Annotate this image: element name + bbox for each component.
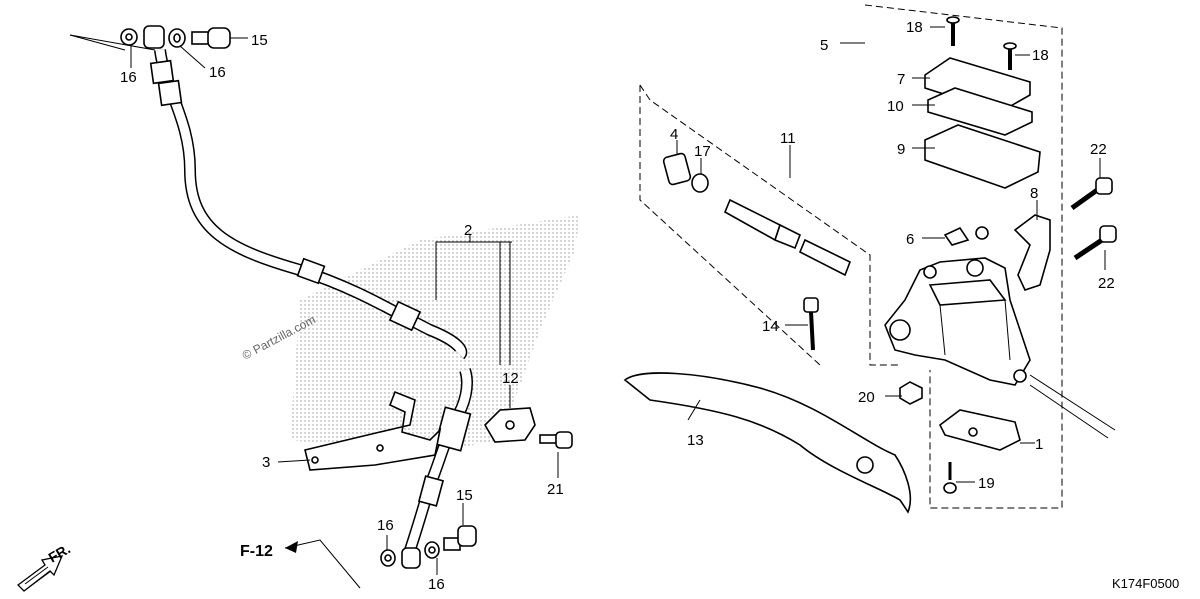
brake-hose bbox=[149, 49, 473, 552]
reservoir-cover bbox=[924, 57, 1031, 113]
reference-label: F-12 bbox=[240, 543, 273, 560]
callout-18-right: 18 bbox=[1032, 47, 1049, 64]
callout-16-bottom-left: 16 bbox=[377, 517, 394, 534]
master-cylinder-holder bbox=[1013, 214, 1051, 291]
callout-15-bottom: 15 bbox=[456, 487, 473, 504]
callout-11: 11 bbox=[780, 130, 796, 147]
diaphragm-plate bbox=[927, 87, 1033, 136]
piston-group-box bbox=[639, 84, 900, 366]
nut-20 bbox=[899, 381, 923, 405]
callout-2: 2 bbox=[464, 222, 472, 239]
callout-7: 7 bbox=[897, 71, 905, 88]
callout-22-bottom: 22 bbox=[1098, 275, 1115, 292]
brake-lever bbox=[623, 372, 912, 514]
piston-set bbox=[662, 152, 852, 277]
callout-8: 8 bbox=[1030, 185, 1038, 202]
holder-bolts-22 bbox=[1070, 177, 1117, 261]
front-direction-arrow bbox=[17, 555, 64, 592]
pivot-bolt-14 bbox=[803, 297, 819, 351]
brake-stop-switch-left bbox=[483, 407, 573, 449]
reference-arrow-head bbox=[285, 541, 298, 553]
callout-3: 3 bbox=[262, 454, 270, 471]
callout-17: 17 bbox=[694, 143, 711, 160]
cap-6 bbox=[943, 226, 989, 246]
hose-bracket bbox=[304, 390, 442, 471]
callout-15-top: 15 bbox=[251, 32, 268, 49]
callout-19: 19 bbox=[978, 475, 995, 492]
callout-10: 10 bbox=[887, 98, 904, 115]
callout-6: 6 bbox=[906, 231, 914, 248]
callout-21: 21 bbox=[547, 481, 564, 498]
callout-13: 13 bbox=[687, 432, 704, 449]
callout-16-top-left: 16 bbox=[120, 69, 137, 86]
callout-18-left: 18 bbox=[906, 19, 923, 36]
callout-22-top: 22 bbox=[1090, 141, 1107, 158]
callout-16-top-right: 16 bbox=[209, 64, 226, 81]
callout-12: 12 bbox=[502, 370, 519, 387]
callout-20: 20 bbox=[858, 389, 875, 406]
callout-9: 9 bbox=[897, 141, 905, 158]
callout-4: 4 bbox=[670, 126, 678, 143]
callout-16-bottom-right: 16 bbox=[428, 576, 445, 593]
diagram-code: K174F0500 bbox=[1112, 576, 1179, 591]
reservoir-group-box bbox=[864, 4, 1063, 509]
master-cylinder bbox=[884, 257, 1031, 386]
bottom-fittings bbox=[380, 525, 477, 569]
front-stop-switch bbox=[938, 409, 1021, 494]
diaphragm bbox=[924, 124, 1041, 189]
top-fittings bbox=[120, 25, 231, 49]
callout-1: 1 bbox=[1035, 436, 1043, 453]
callout-14: 14 bbox=[762, 318, 779, 335]
callout-5: 5 bbox=[820, 37, 828, 54]
leader-lines bbox=[69, 26, 1116, 589]
screws-18 bbox=[946, 16, 1017, 70]
